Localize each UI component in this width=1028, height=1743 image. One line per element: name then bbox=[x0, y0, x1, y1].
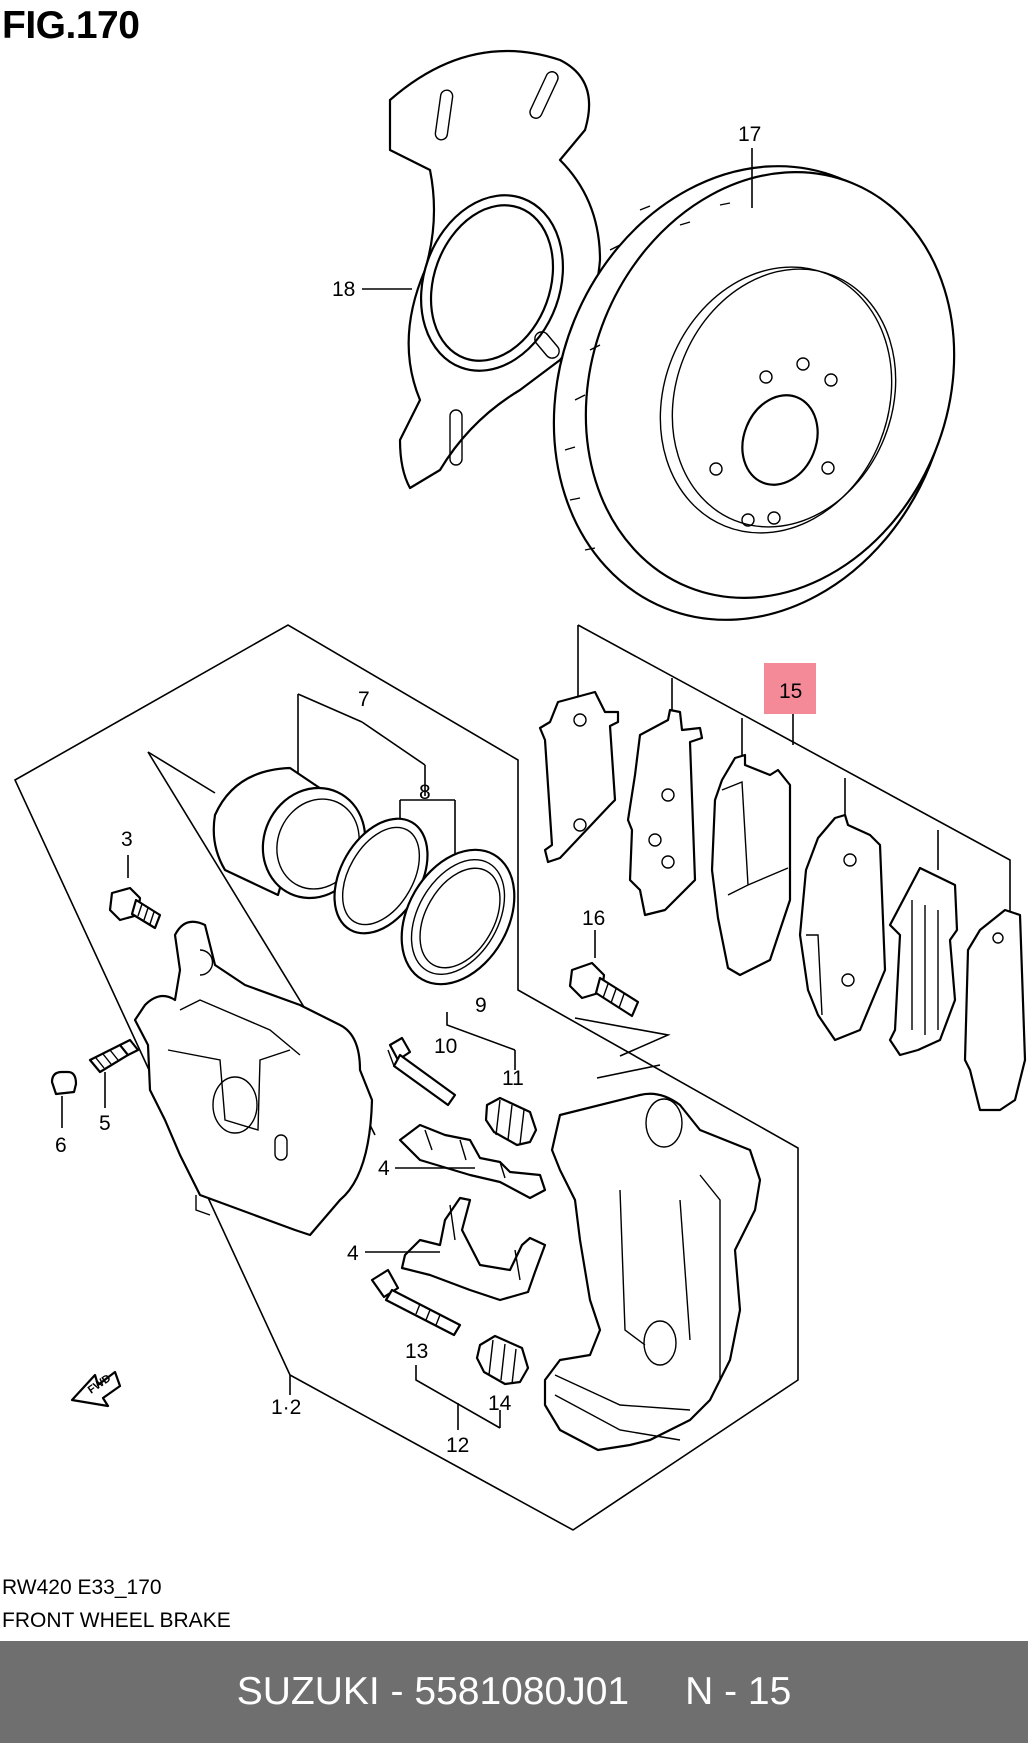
callout-13[interactable]: 13 bbox=[405, 1340, 428, 1363]
callout-12[interactable]: 12 bbox=[446, 1434, 469, 1457]
caliper-body-part[interactable] bbox=[133, 920, 374, 1237]
pad-support-plate-lower-part[interactable] bbox=[400, 1196, 547, 1302]
brake-pad-inner-part[interactable] bbox=[798, 813, 887, 1042]
pad-shim-inner-part[interactable] bbox=[626, 708, 704, 917]
callout-7[interactable]: 7 bbox=[358, 688, 370, 711]
callout-3[interactable]: 3 bbox=[121, 828, 133, 851]
part-number-banner: SUZUKI - 5581080J01 N - 15 bbox=[0, 1641, 1028, 1743]
slide-pin-upper-part[interactable] bbox=[387, 1036, 457, 1107]
dust-shield-part[interactable] bbox=[388, 49, 602, 490]
bleeder-cap-part[interactable] bbox=[50, 1070, 78, 1096]
callout-11[interactable]: 11 bbox=[502, 1067, 524, 1090]
pad-clip-part[interactable] bbox=[963, 908, 1027, 1112]
callout-10[interactable]: 10 bbox=[434, 1035, 457, 1058]
callout-6[interactable]: 6 bbox=[55, 1134, 67, 1157]
caliper-bolt-part[interactable] bbox=[108, 886, 162, 930]
bleeder-screw-part[interactable] bbox=[88, 1038, 140, 1074]
pad-spring-part[interactable] bbox=[888, 866, 959, 1057]
reference-number: N - 15 bbox=[685, 1670, 792, 1713]
brake-pad-outer-part[interactable] bbox=[710, 753, 792, 977]
dust-boot-part[interactable] bbox=[379, 830, 538, 1005]
brake-exploded-diagram: FWD 17 18 15 7 8 3 16 9 10 11 5 6 4 4 13… bbox=[13, 49, 1027, 1531]
callout-15[interactable]: 15 bbox=[779, 680, 802, 703]
figure-title: FIG.170 bbox=[2, 4, 140, 47]
callout-4-upper[interactable]: 4 bbox=[378, 1157, 390, 1180]
diagram-code: RW420 E33_170 bbox=[2, 1576, 162, 1599]
callout-9[interactable]: 9 bbox=[475, 994, 487, 1017]
pad-shim-outer-part[interactable] bbox=[538, 690, 620, 864]
highlight-callout-15[interactable] bbox=[764, 663, 816, 714]
caliper-bracket-part[interactable] bbox=[543, 1092, 762, 1452]
callout-4-lower[interactable]: 4 bbox=[347, 1242, 359, 1265]
pad-support-plate-upper-part[interactable] bbox=[398, 1123, 547, 1200]
callout-8[interactable]: 8 bbox=[419, 781, 431, 804]
slide-pin-lower-part[interactable] bbox=[370, 1268, 462, 1337]
pin-boot-upper-part[interactable] bbox=[484, 1096, 538, 1147]
diagram-name: FRONT WHEEL BRAKE bbox=[2, 1609, 231, 1632]
part-number: SUZUKI - 5581080J01 bbox=[236, 1670, 630, 1713]
bracket-bolt-part[interactable] bbox=[568, 961, 640, 1018]
callout-16[interactable]: 16 bbox=[582, 907, 605, 930]
brake-disc-part[interactable] bbox=[487, 106, 1017, 680]
piston-seal-part[interactable] bbox=[315, 802, 446, 949]
fwd-arrow-icon: FWD bbox=[70, 1370, 122, 1408]
callout-18[interactable]: 18 bbox=[332, 278, 355, 301]
callout-14[interactable]: 14 bbox=[488, 1392, 512, 1415]
callout-17[interactable]: 17 bbox=[738, 123, 761, 146]
pin-boot-lower-part[interactable] bbox=[475, 1334, 530, 1386]
callout-1-2[interactable]: 1·2 bbox=[271, 1396, 301, 1419]
callout-5[interactable]: 5 bbox=[99, 1112, 111, 1135]
